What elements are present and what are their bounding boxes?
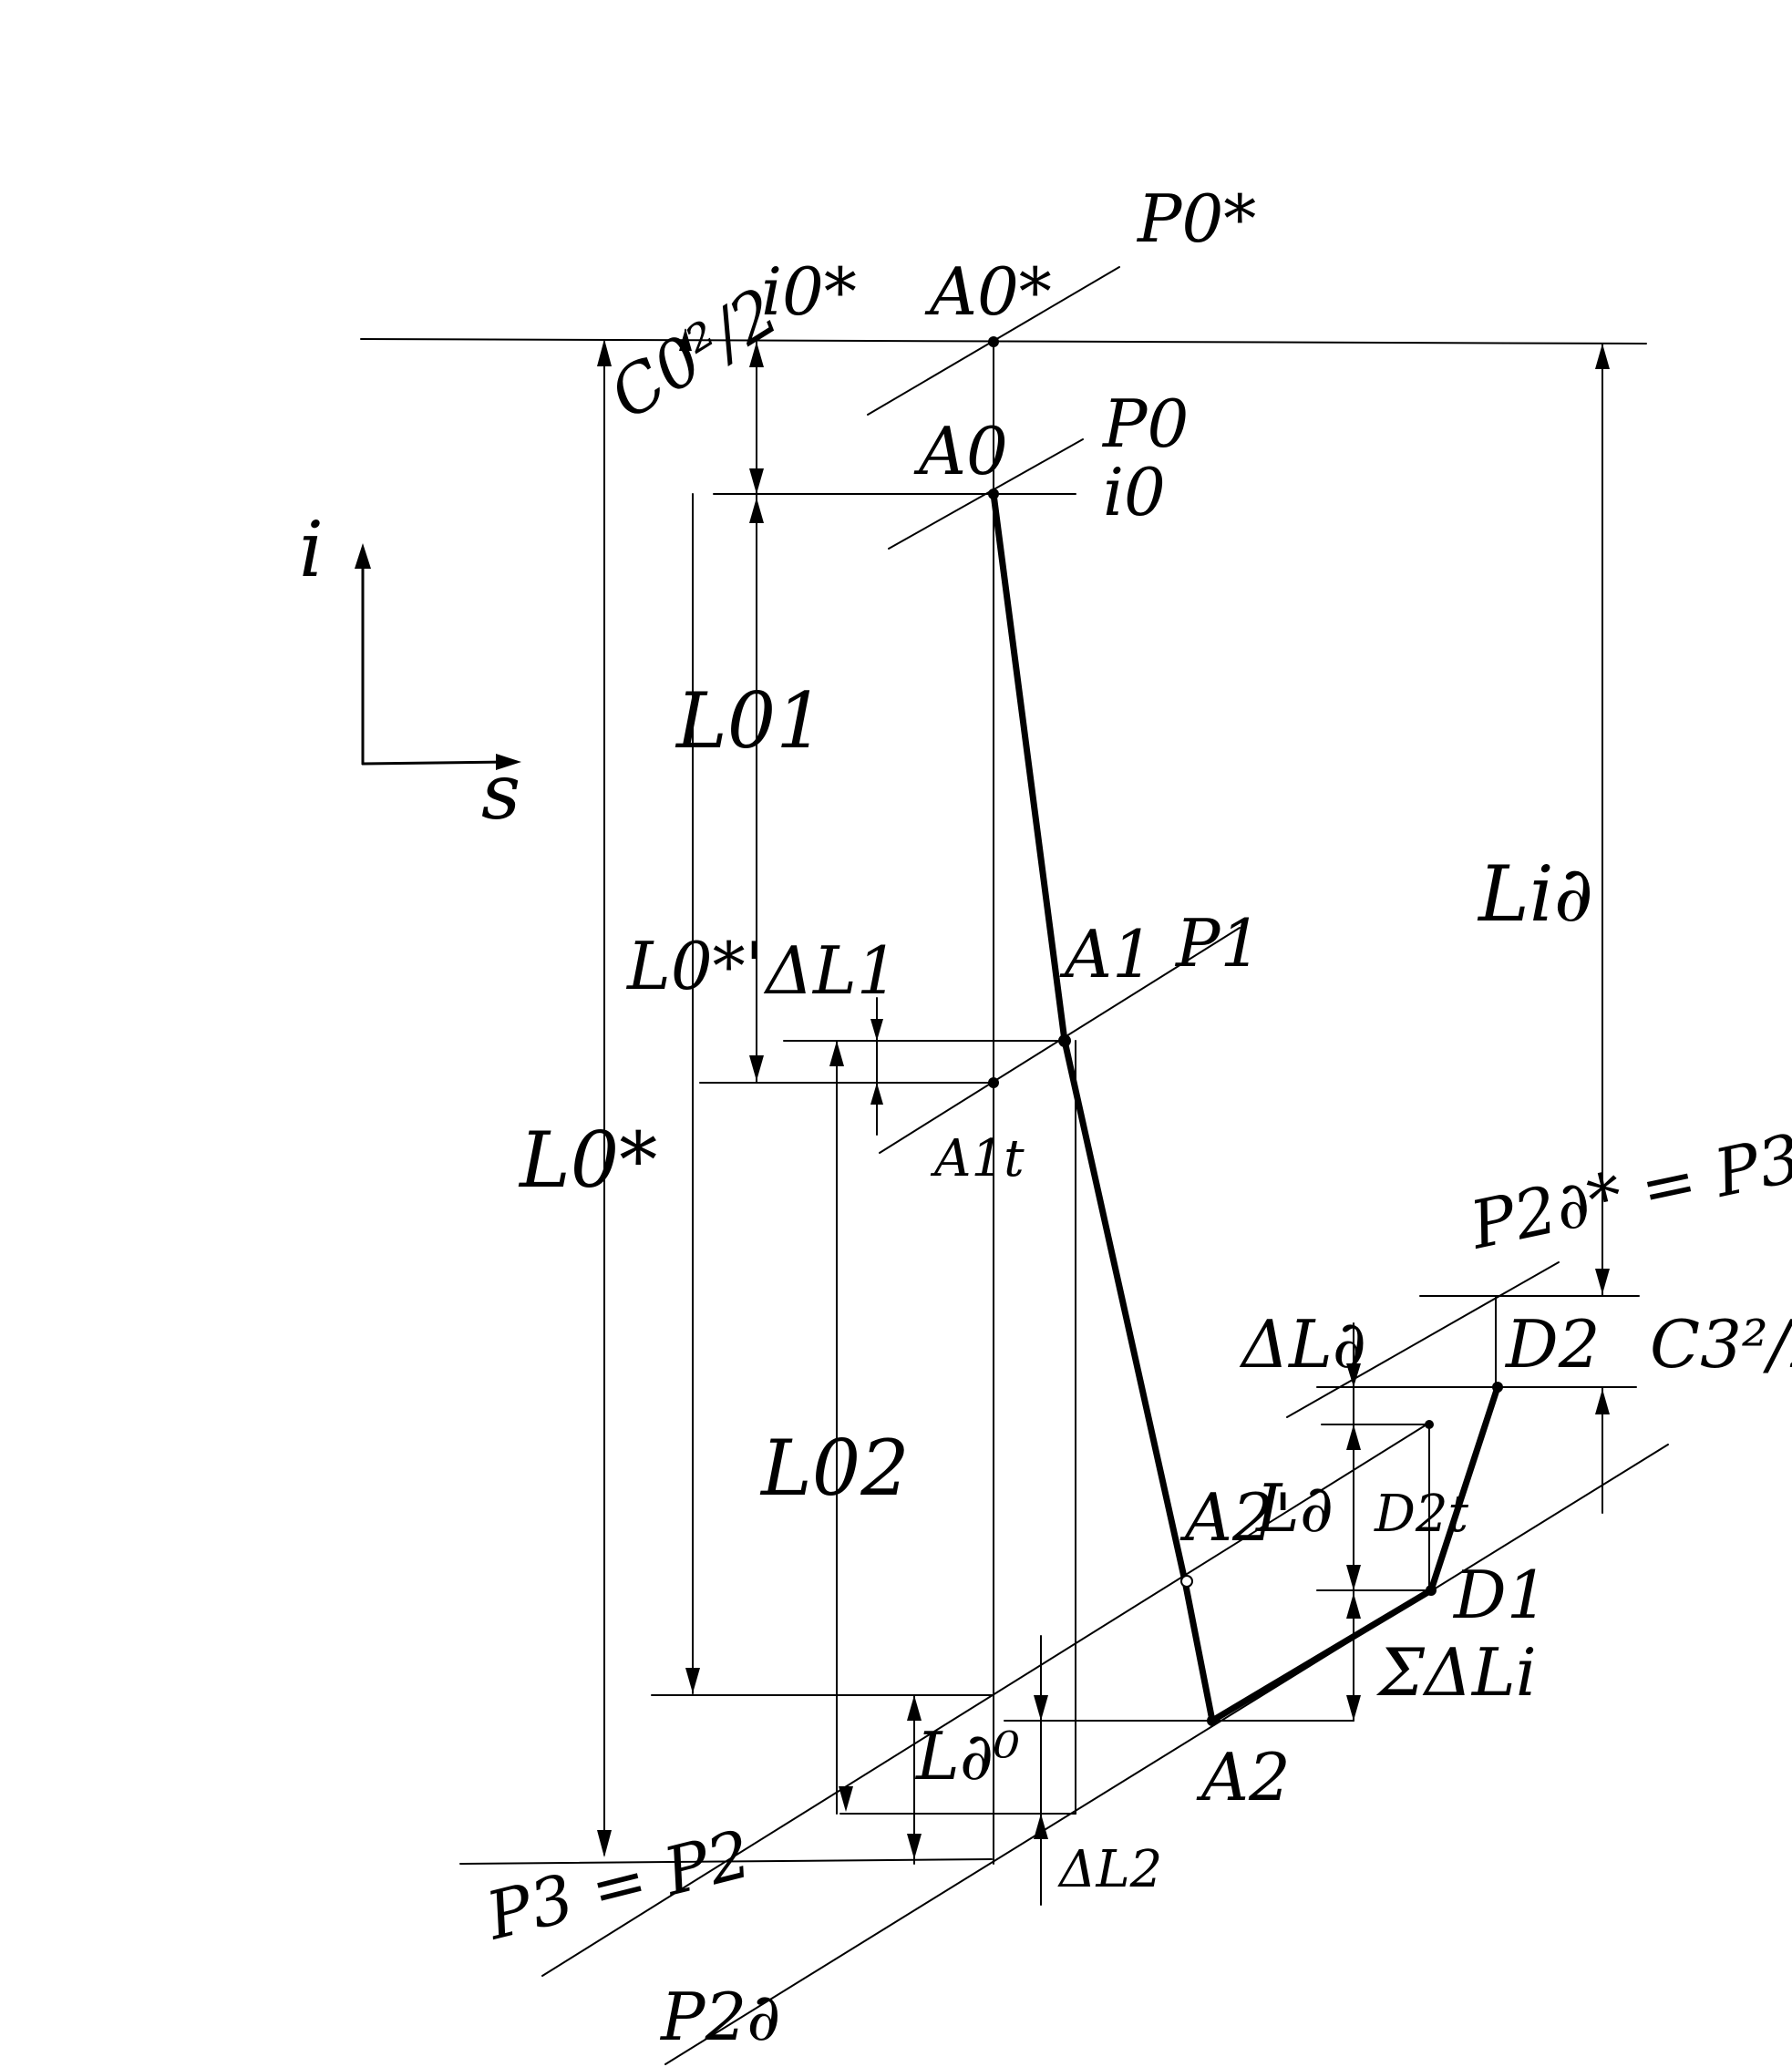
- label-d2t: D2t: [1374, 1485, 1469, 1544]
- arrow-down-icon: [870, 1019, 883, 1041]
- arrow-up-icon: [829, 1041, 844, 1066]
- arrow-down-icon: [839, 1786, 853, 1812]
- label-a0-star: A0*: [924, 253, 1052, 330]
- label-p2d: P2∂: [659, 1979, 780, 2055]
- arrow-down-icon: [907, 1834, 922, 1859]
- isobar-p3-p2: [541, 1421, 1432, 1977]
- arrow-up-icon: [907, 1695, 922, 1721]
- label-l-id: Li∂: [1477, 849, 1593, 939]
- label-a2-prime: A2': [1179, 1479, 1293, 1556]
- isobars: [541, 266, 1669, 2065]
- label-d1: D1: [1452, 1557, 1549, 1633]
- arrow-down-icon: [1346, 1363, 1361, 1387]
- s-axis: [361, 760, 512, 766]
- label-delta-l-d: ΔL∂: [1239, 1306, 1366, 1383]
- point-a2: [1207, 1715, 1218, 1726]
- label-l-d0: L∂⁰: [914, 1718, 1020, 1794]
- arrow-up-icon: [749, 342, 764, 367]
- point-d2: [1492, 1382, 1503, 1393]
- arrow-down-icon: [685, 1668, 700, 1693]
- level-i0-star: [360, 338, 1647, 344]
- arrow-up-icon: [597, 339, 612, 366]
- arrow-up-icon: [1346, 1593, 1361, 1619]
- arrow-down-icon: [1034, 1695, 1048, 1721]
- label-i0-star: i0*: [761, 253, 857, 330]
- label-a0: A0: [913, 413, 1008, 489]
- dimension-arrows: [597, 328, 1610, 1906]
- label-l0-star: L0*: [518, 1116, 657, 1205]
- isobar-p0: [888, 438, 1084, 550]
- arrow-up-icon: [870, 1083, 883, 1105]
- label-p0-star: P0*: [1136, 180, 1256, 257]
- label-i-axis: i: [299, 505, 324, 594]
- label-sum-delta-li: ΣΔLi: [1375, 1634, 1537, 1711]
- arrow-down-icon: [1595, 1269, 1610, 1294]
- projection-lines: [993, 341, 1497, 1865]
- label-l-d: L∂: [1254, 1470, 1334, 1547]
- arrow-down-icon: [749, 1055, 764, 1081]
- point-a1t: [988, 1077, 999, 1088]
- label-i0: i0: [1103, 454, 1166, 530]
- label-p0: P0: [1101, 386, 1189, 462]
- label-l02: L02: [759, 1424, 910, 1513]
- label-s-axis: s: [481, 747, 520, 837]
- point-a2-prime: [1180, 1575, 1193, 1588]
- arrow-down-icon: [1346, 1695, 1361, 1721]
- label-a1t: A1t: [930, 1129, 1025, 1188]
- isobar-p2d-star: [1286, 1261, 1560, 1418]
- arrow-down-icon: [597, 1830, 612, 1857]
- point-a0: [988, 488, 999, 499]
- label-l0-star-prime: L0*': [625, 928, 763, 1004]
- label-c3-sq-2: C3²/2: [1650, 1306, 1792, 1383]
- arrow-down-icon: [1346, 1565, 1361, 1590]
- arrow-up-icon: [1034, 1814, 1048, 1839]
- point-a1: [1058, 1034, 1071, 1047]
- label-c0-sq-2: C0²/2: [596, 273, 791, 434]
- i-axis-arrow-icon: [355, 543, 371, 569]
- enthalpy-levels: [360, 338, 1647, 1865]
- arrow-up-icon: [749, 498, 764, 523]
- state-points: [988, 336, 1503, 1726]
- point-d1: [1426, 1585, 1437, 1596]
- label-p2d-star-p3-star: P2∂* = P3*: [1462, 1113, 1792, 1265]
- label-a1: A1: [1059, 916, 1154, 992]
- arrow-up-icon: [1346, 1424, 1361, 1450]
- s-axis-arrow-icon: [496, 754, 521, 770]
- label-delta-l2: ΔL2: [1057, 1840, 1162, 1899]
- expansion-a0-a2: [990, 490, 1216, 1724]
- arrow-down-icon: [749, 468, 764, 494]
- isobar-p2d: [664, 1444, 1669, 2065]
- arrow-up-icon: [1595, 1389, 1610, 1414]
- label-p3-p2: P3 = P2: [478, 1815, 758, 1955]
- arrow-up-icon: [679, 328, 692, 351]
- label-delta-l1: ΔL1: [763, 932, 899, 1009]
- axes: [355, 543, 521, 770]
- label-p1: P1: [1174, 905, 1262, 982]
- point-a0-star: [988, 336, 999, 347]
- labels: i s i0* A0* P0* C0²/2 A0 P0 i0 L01 L0*' …: [299, 180, 1792, 2055]
- arrow-up-icon: [1595, 344, 1610, 369]
- label-a2: A2: [1196, 1739, 1291, 1815]
- point-d2t: [1425, 1420, 1434, 1429]
- label-d2: D2: [1504, 1306, 1601, 1383]
- label-l01: L01: [675, 676, 825, 766]
